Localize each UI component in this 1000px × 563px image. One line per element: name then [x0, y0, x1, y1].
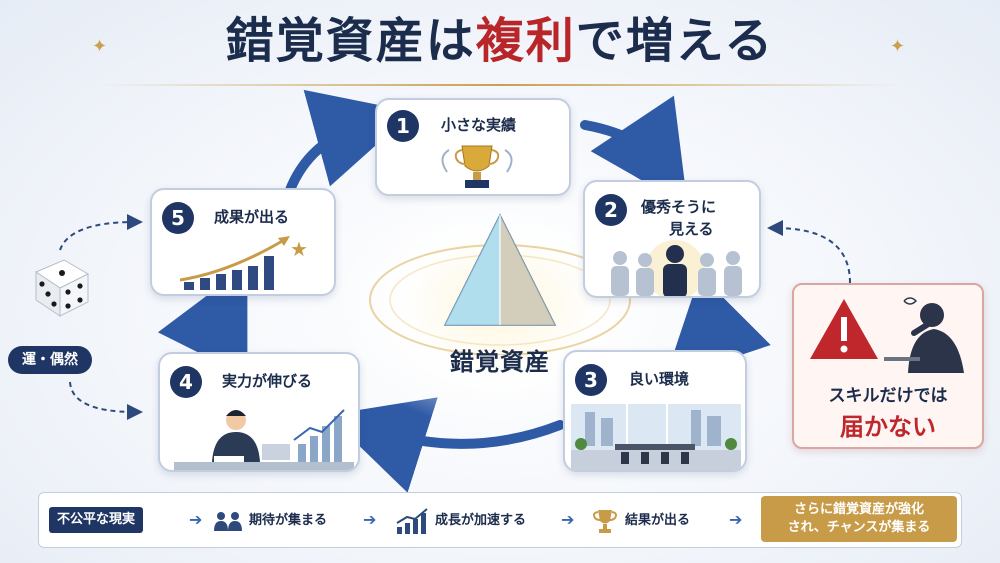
- arrow-right-icon: ➔: [561, 510, 575, 529]
- arrow-right-icon: ➔: [363, 510, 377, 529]
- office-icon: [571, 404, 741, 470]
- stage-5-label: 成果が出る: [214, 208, 290, 226]
- arrow-4-to-5: [157, 265, 248, 378]
- step-growth: 成長が加速する: [435, 513, 527, 528]
- luck-badge: 運・偶然: [8, 346, 92, 374]
- stage-1-number: 1: [387, 110, 419, 142]
- final-outcome-line2: され、チャンスが集まる: [787, 520, 931, 535]
- stage-5-card: 5 成果が出る ★: [150, 188, 336, 296]
- people-silhouettes-icon: [611, 240, 742, 296]
- stage-3-label: 良い環境: [629, 370, 690, 388]
- growth-chart-icon: [396, 508, 428, 534]
- sparkle-icon: ✦: [890, 36, 906, 57]
- stage-1-card: 1 小さな実績: [375, 98, 571, 196]
- stage-4-card: 4 実力が伸びる: [158, 352, 360, 472]
- stage-2-card: 2 優秀そうに 見える: [583, 180, 761, 298]
- page-title: 錯覚資産は複利で増える: [0, 8, 1000, 74]
- center-label: 錯覚資産: [450, 348, 550, 376]
- unfair-reality-badge: 不公平な現実: [49, 507, 144, 533]
- arrow-right-icon: ➔: [189, 510, 203, 529]
- stage-5-number: 5: [162, 202, 194, 234]
- stage-2-label-line1: 優秀そうに: [641, 198, 717, 216]
- title-accent: 複利: [475, 13, 576, 69]
- arrow-2-to-3: [664, 274, 771, 381]
- trophy-icon: [593, 510, 617, 533]
- warning-card: スキルだけでは 届かない: [792, 283, 984, 449]
- warning-to-2-dashed: [767, 220, 851, 284]
- bottom-flow-bar: 不公平な現実 ➔ 期待が集まる ➔ 成長が加速する ➔ 結果が出る ➔ さらに錯…: [38, 492, 962, 548]
- stage-3-card: 3 良い環境: [563, 350, 747, 472]
- arrow-3-to-4: [327, 397, 565, 493]
- sparkle-icon: ✦: [92, 36, 108, 57]
- arrow-5-to-1: [285, 89, 414, 195]
- stage-1-label: 小さな実績: [441, 116, 517, 134]
- svg-text:★: ★: [290, 237, 308, 261]
- trophy-icon: [441, 145, 513, 188]
- warning-illustration: [810, 297, 964, 373]
- dice-icon: [34, 259, 90, 317]
- title-part-1: 錯覚資産は: [225, 13, 476, 69]
- step-expectations: 期待が集まる: [249, 513, 328, 528]
- prism-graphic: [369, 213, 631, 355]
- arrow-1-to-2: [580, 95, 688, 207]
- stage-4-label: 実力が伸びる: [222, 372, 313, 390]
- final-outcome-line1: さらに錯覚資産が強化: [793, 502, 924, 517]
- studying-person-icon: [174, 409, 354, 470]
- stage-2-number: 2: [595, 194, 627, 226]
- people-group-icon: [214, 512, 242, 531]
- step-results: 結果が出る: [625, 513, 691, 528]
- title-part-3: で増える: [575, 13, 775, 69]
- warning-text-line2: 届かない: [840, 413, 936, 441]
- stage-3-number: 3: [575, 364, 607, 396]
- stage-4-number: 4: [170, 366, 202, 398]
- title-divider: [100, 84, 900, 86]
- luck-to-5-dashed: [59, 214, 143, 251]
- growth-chart-icon: ★: [180, 236, 308, 290]
- luck-to-4-dashed: [69, 381, 143, 420]
- arrow-right-icon: ➔: [729, 510, 743, 529]
- warning-text-line1: スキルだけでは: [828, 386, 948, 406]
- final-outcome-badge: さらに錯覚資産が強化 され、チャンスが集まる: [761, 496, 957, 542]
- stage-2-label-line2: 見える: [669, 220, 714, 238]
